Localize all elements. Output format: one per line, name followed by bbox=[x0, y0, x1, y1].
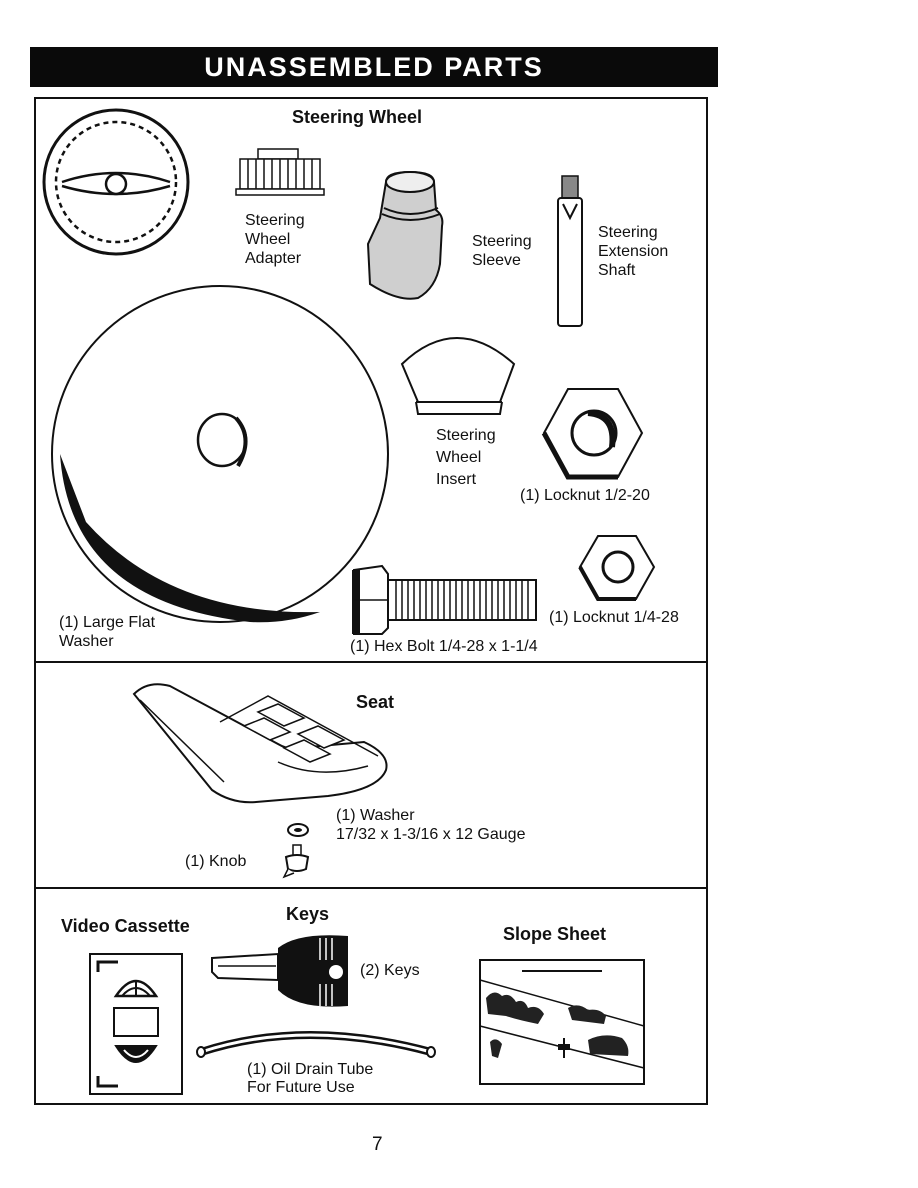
oil-drain-tube-illustration bbox=[196, 1031, 436, 1058]
seat-illustration bbox=[132, 683, 388, 804]
steering-wheel-adapter-label: Steering Wheel Adapter bbox=[245, 212, 305, 267]
steering-wheel-illustration bbox=[42, 108, 190, 256]
keys-header: Keys bbox=[286, 904, 330, 924]
locknut-small-label: (1) Locknut 1/4-28 bbox=[549, 609, 679, 626]
large-flat-washer-label: (1) Large Flat Washer bbox=[59, 614, 156, 650]
steering-wheel-insert-illustration bbox=[400, 337, 516, 415]
hex-bolt-illustration bbox=[352, 564, 537, 635]
steering-extension-shaft-label: Steering Extension Shaft bbox=[598, 224, 669, 279]
video-cassette-illustration bbox=[89, 953, 183, 1095]
steering-wheel-adapter-illustration bbox=[235, 148, 325, 196]
keys-label: (2) Keys bbox=[360, 962, 420, 979]
steering-wheel-insert-label: Steering Wheel Insert bbox=[436, 427, 496, 488]
key-illustration bbox=[211, 935, 348, 1007]
locknut-small-illustration bbox=[578, 535, 656, 601]
large-flat-washer-illustration bbox=[51, 285, 389, 623]
title-bar: UNASSEMBLED PARTS bbox=[30, 47, 718, 87]
slope-sheet-header: Slope Sheet bbox=[503, 924, 607, 944]
page-number: 7 bbox=[372, 1134, 383, 1155]
page-title: UNASSEMBLED PARTS bbox=[204, 51, 544, 82]
washer-label: (1) Washer 17/32 x 1-3/16 x 12 Gauge bbox=[336, 807, 526, 843]
video-cassette-header: Video Cassette bbox=[61, 916, 190, 936]
steering-sleeve-illustration bbox=[366, 170, 444, 300]
steering-extension-shaft-illustration bbox=[557, 175, 583, 327]
oil-drain-tube-label: (1) Oil Drain Tube For Future Use bbox=[247, 1061, 374, 1096]
slope-sheet-illustration bbox=[479, 959, 645, 1085]
parts-frame bbox=[34, 97, 708, 1105]
seat-header: Seat bbox=[356, 692, 395, 712]
locknut-large-illustration bbox=[541, 388, 644, 480]
hex-bolt-label: (1) Hex Bolt 1/4-28 x 1-1/4 bbox=[350, 638, 538, 655]
section-divider bbox=[34, 661, 708, 663]
locknut-large-label: (1) Locknut 1/2-20 bbox=[520, 487, 650, 504]
section-divider bbox=[34, 887, 708, 889]
knob-label: (1) Knob bbox=[185, 853, 247, 870]
knob-illustration bbox=[282, 844, 310, 879]
washer-illustration bbox=[287, 823, 309, 837]
steering-wheel-header: Steering Wheel bbox=[292, 107, 423, 127]
steering-sleeve-label: Steering Sleeve bbox=[472, 233, 532, 269]
